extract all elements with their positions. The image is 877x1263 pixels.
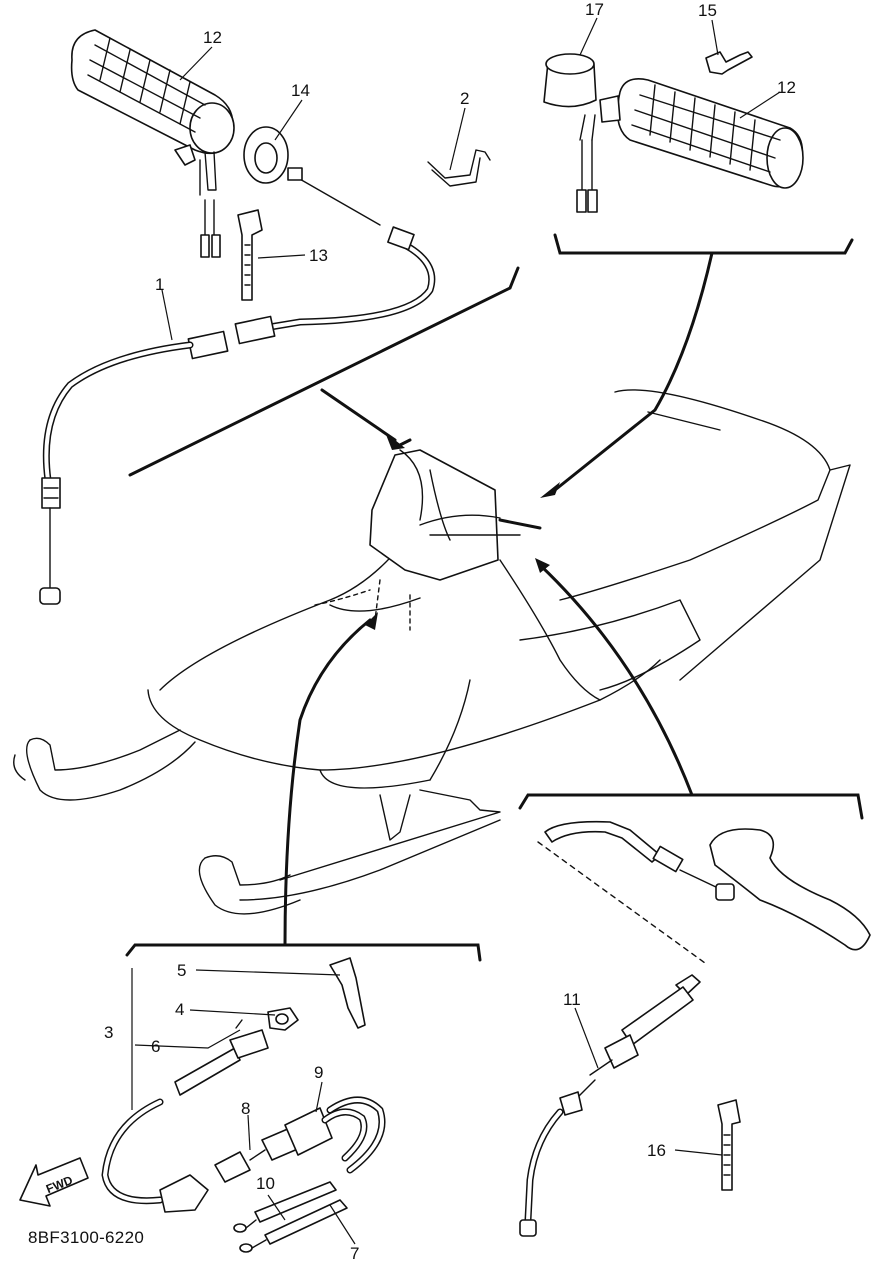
upper-left-group <box>39 29 520 605</box>
handlebar-grip-right <box>576 78 804 213</box>
callout-10: 10 <box>256 1174 275 1193</box>
lower-right-group <box>518 558 871 1237</box>
clamp <box>267 1007 299 1031</box>
callout-4: 4 <box>175 1000 184 1019</box>
grip-end-ring <box>243 126 289 184</box>
upper-right-group <box>398 51 854 536</box>
screw <box>705 51 753 75</box>
callout-1: 1 <box>155 275 164 294</box>
callout-13: 13 <box>309 246 328 265</box>
cable-tie-2 <box>717 1099 741 1191</box>
callout-numbers: 12 14 2 13 1 17 15 12 5 4 3 6 9 8 10 7 1… <box>104 0 796 1263</box>
plunger <box>214 1127 301 1183</box>
forward-arrow-icon: FWD <box>19 1157 89 1207</box>
callout-3: 3 <box>104 1023 113 1042</box>
callout-12-left: 12 <box>203 28 222 47</box>
throttle-cable <box>39 226 436 605</box>
grip-end-cap <box>543 53 597 108</box>
drawing-code: 8BF3100-6220 <box>28 1228 144 1247</box>
snowmobile-body <box>13 389 851 915</box>
callout-12-right: 12 <box>777 78 796 97</box>
leader-lines <box>134 17 781 1245</box>
callout-14: 14 <box>291 81 310 100</box>
callout-16: 16 <box>647 1141 666 1160</box>
callout-6: 6 <box>151 1037 160 1056</box>
bracket <box>329 957 366 1029</box>
callout-8: 8 <box>241 1099 250 1118</box>
lower-left-group: FWD <box>19 612 482 1253</box>
callout-2: 2 <box>460 89 469 108</box>
choke-switch <box>174 1019 269 1096</box>
callout-17: 17 <box>585 0 604 19</box>
callout-9: 9 <box>314 1063 323 1082</box>
handlebar-grip-left <box>70 29 235 196</box>
cable-tie <box>237 209 263 301</box>
wire-lead <box>233 1181 348 1253</box>
callout-7: 7 <box>350 1244 359 1263</box>
callout-11: 11 <box>563 990 581 1009</box>
callout-15: 15 <box>698 1 717 20</box>
callout-5: 5 <box>177 961 186 980</box>
hose <box>284 1096 386 1174</box>
brake-cable <box>519 974 701 1237</box>
wire-clip <box>427 149 491 187</box>
